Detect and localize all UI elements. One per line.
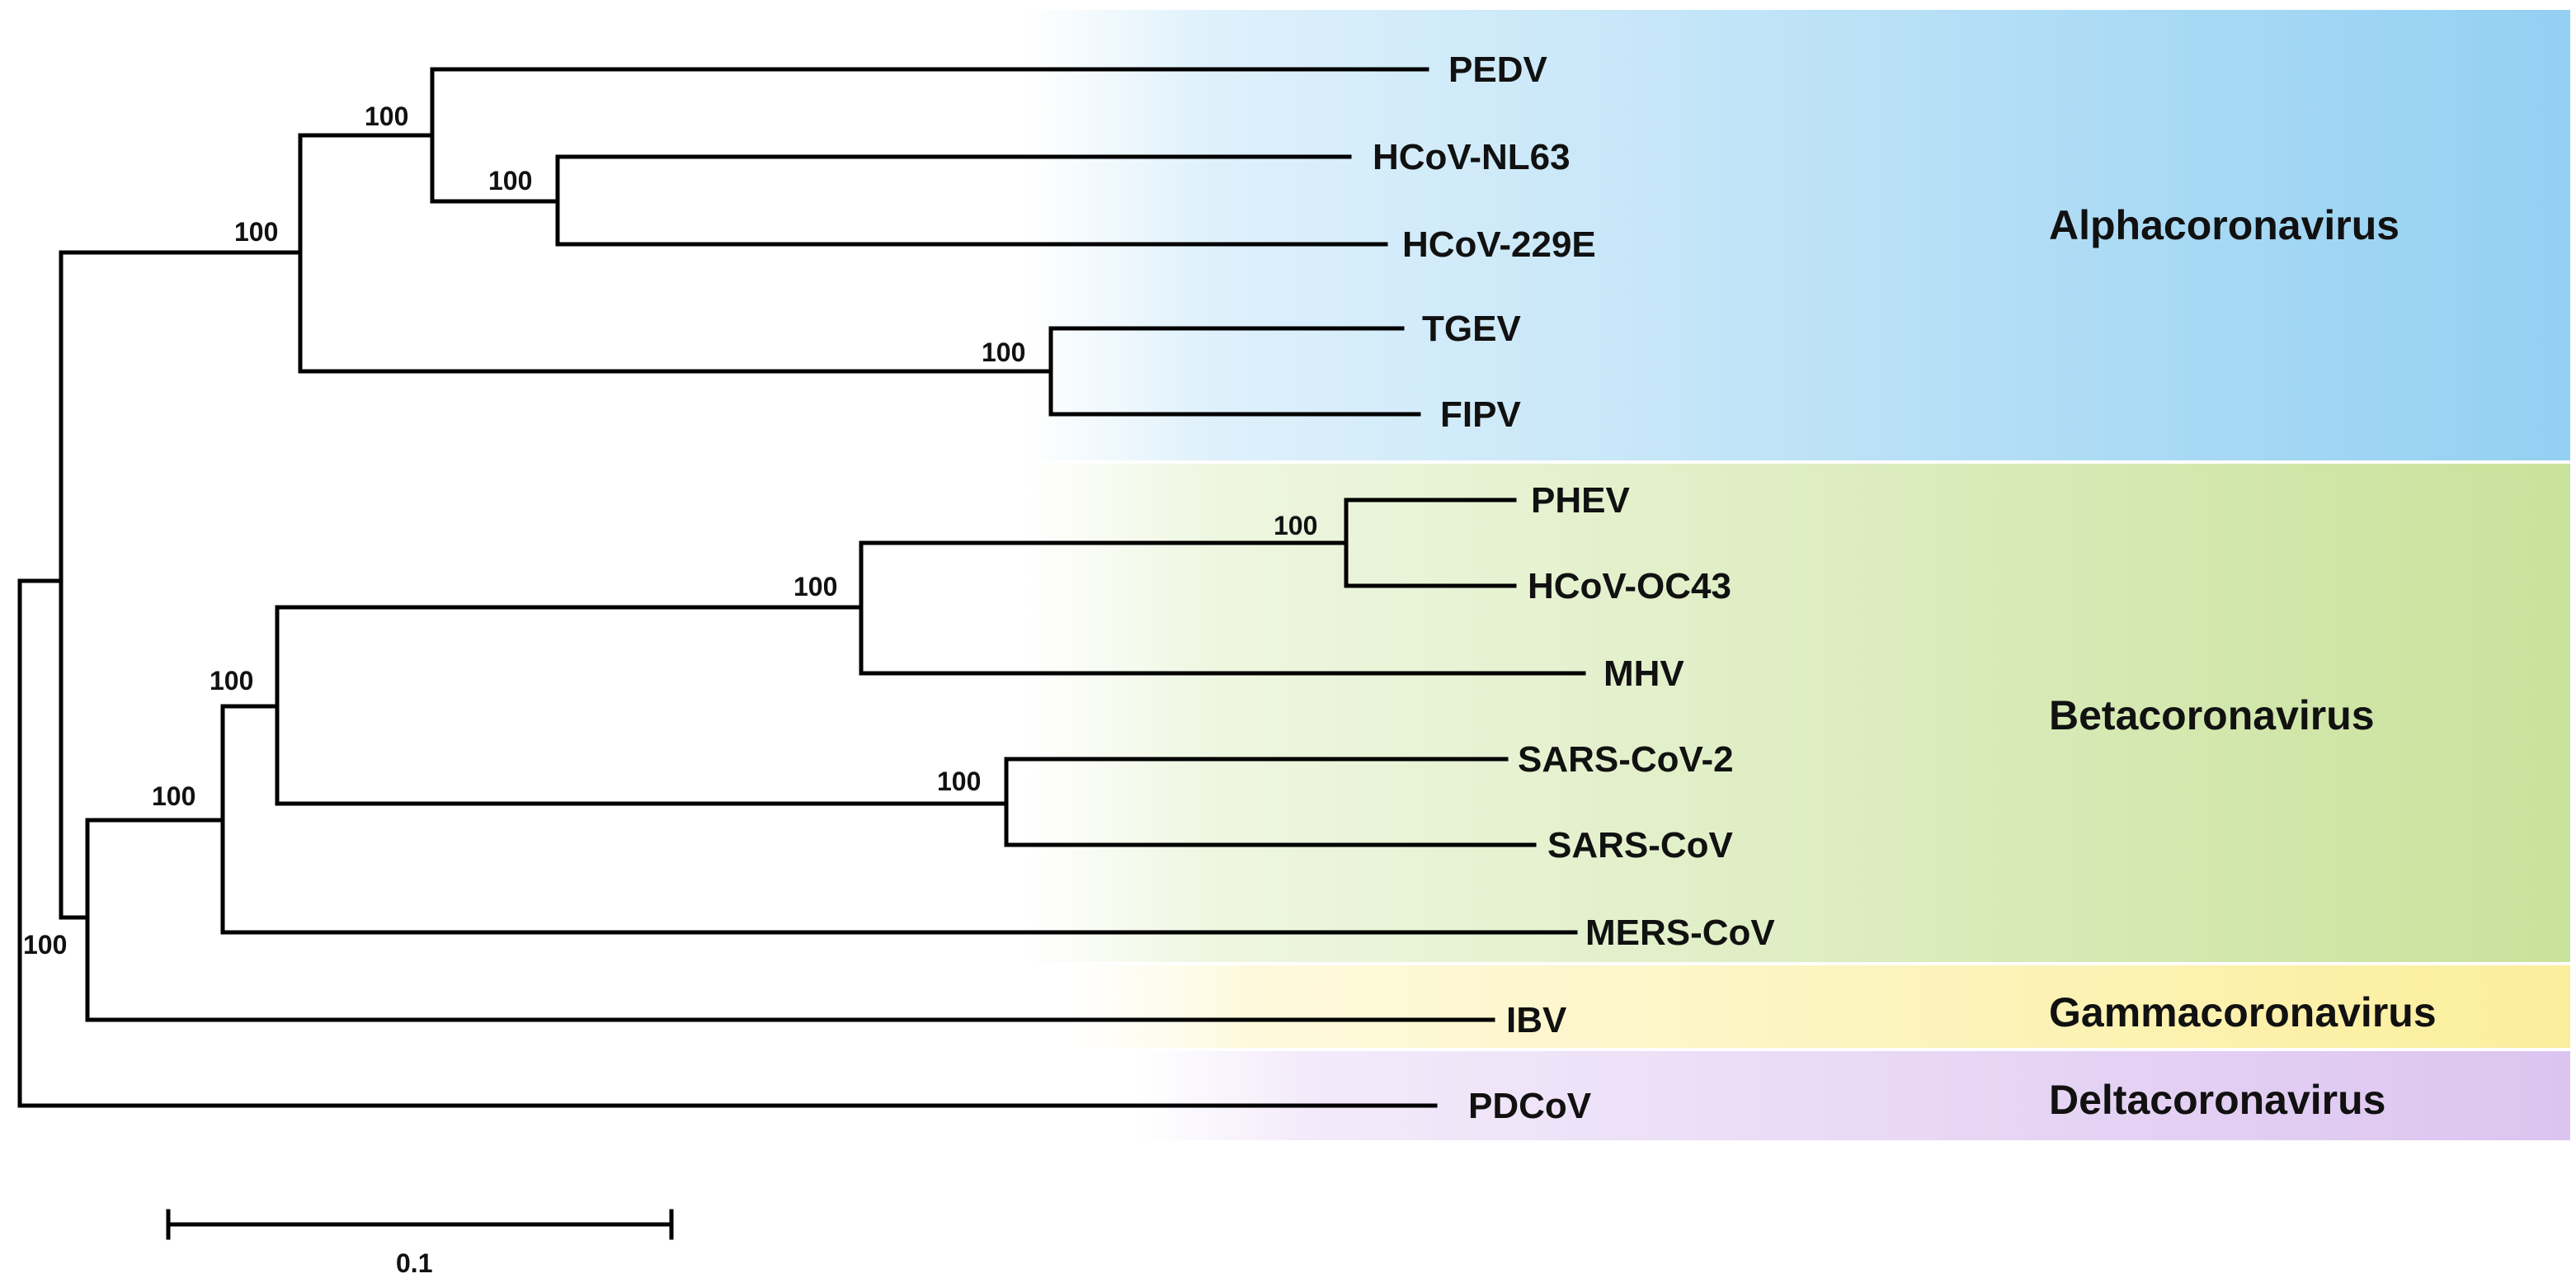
leaf-label-tgev: TGEV bbox=[1422, 309, 1521, 349]
delta-clade-band bbox=[1138, 1051, 2570, 1140]
leaf-label-mers-cov: MERS-CoV bbox=[1585, 913, 1775, 953]
clade-label-alpha: Alphacoronavirus bbox=[2049, 202, 2399, 248]
bootstrap-embeco-sarbeco: 100 bbox=[210, 666, 253, 696]
leaf-label-fipv: FIPV bbox=[1440, 394, 1521, 435]
clade-labels: Alphacoronavirus Betacoronavirus Gammaco… bbox=[2049, 202, 2437, 1123]
bootstrap-pedv-nl63-229e: 100 bbox=[365, 101, 408, 131]
bootstrap-beta-gamma: 100 bbox=[23, 930, 67, 960]
alpha-clade-band bbox=[1023, 10, 2570, 460]
bootstrap-tgev-fipv: 100 bbox=[982, 337, 1025, 367]
leaf-label-mhv: MHV bbox=[1604, 653, 1684, 694]
bootstrap-beta: 100 bbox=[152, 781, 195, 811]
leaf-label-hcov-229e: HCoV-229E bbox=[1402, 224, 1596, 265]
gamma-clade-band bbox=[1072, 965, 2570, 1048]
bootstrap-sars2-sars: 100 bbox=[937, 766, 981, 796]
bootstrap-values: 100 100 100 100 100 100 100 100 100 100 bbox=[23, 101, 1317, 960]
bootstrap-nl63-229e: 100 bbox=[488, 166, 532, 196]
scale-bar: 0.1 bbox=[166, 1209, 674, 1278]
leaf-label-pedv: PEDV bbox=[1448, 50, 1547, 90]
bootstrap-phev-oc43: 100 bbox=[1274, 511, 1317, 540]
bootstrap-phev-oc43-mhv: 100 bbox=[794, 572, 837, 601]
leaf-labels: PEDV HCoV-NL63 HCoV-229E TGEV FIPV PHEV … bbox=[1373, 50, 1775, 1126]
clade-label-delta: Deltacoronavirus bbox=[2049, 1077, 2385, 1123]
leaf-label-ibv: IBV bbox=[1506, 1000, 1567, 1040]
leaf-label-sars-cov: SARS-CoV bbox=[1547, 825, 1734, 866]
bootstrap-alpha: 100 bbox=[234, 217, 278, 247]
leaf-label-phev: PHEV bbox=[1531, 480, 1630, 521]
beta-clade-band bbox=[1023, 464, 2570, 962]
leaf-label-hcov-oc43: HCoV-OC43 bbox=[1528, 566, 1731, 606]
leaf-label-pdcov: PDCoV bbox=[1468, 1086, 1592, 1126]
leaf-label-sars-cov-2: SARS-CoV-2 bbox=[1518, 739, 1734, 780]
tree-branches bbox=[17, 67, 1586, 1108]
leaf-label-hcov-nl63: HCoV-NL63 bbox=[1373, 137, 1571, 177]
clade-label-beta: Betacoronavirus bbox=[2049, 692, 2375, 738]
scale-bar-label: 0.1 bbox=[396, 1248, 432, 1278]
clade-label-gamma: Gammacoronavirus bbox=[2049, 989, 2437, 1035]
